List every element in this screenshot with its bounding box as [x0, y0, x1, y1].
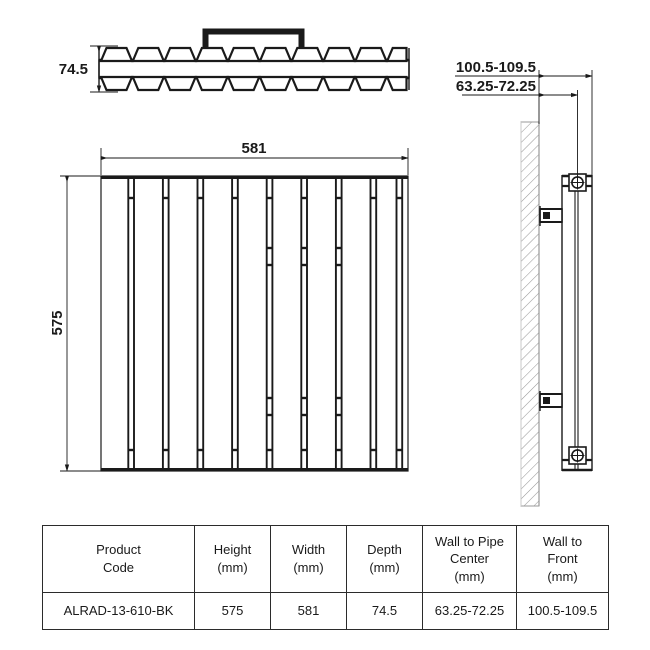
header-wall-to-pipe-center-line2: Center [449, 551, 490, 567]
dimension-width-label: 581 [241, 140, 266, 157]
header-width: Width (mm) [270, 525, 347, 593]
header-wall-to-pipe-center-line1: Wall to Pipe [435, 533, 504, 549]
header-product-code: Product Code [42, 525, 195, 593]
header-wall-to-front-line3: (mm) [547, 568, 578, 584]
table-row: ALRAD-13-610-BK 575 581 74.5 63.25-72.25… [42, 592, 609, 630]
cell-depth: 74.5 [346, 592, 423, 630]
cell-wall-to-front: 100.5-109.5 [516, 592, 609, 630]
dimension-wall-to-front-label: 100.5-109.5 [456, 59, 536, 76]
spec-table-container: Product Code Height (mm) Width (mm) Dept… [42, 525, 609, 630]
side-view: 100.5-109.5 63.25-72.25 [455, 59, 593, 507]
header-wall-to-pipe-center-line3: (mm) [454, 568, 485, 584]
dimension-wall-to-front: 100.5-109.5 [455, 59, 593, 79]
top-view: 74.5 [59, 28, 410, 93]
header-wall-to-front: Wall to Front (mm) [516, 525, 609, 593]
header-product-code-line2: Code [102, 560, 135, 575]
header-height-line2: (mm) [217, 560, 248, 575]
pipe-fitting-top [568, 173, 587, 192]
header-depth-line2: (mm) [369, 560, 400, 575]
header-width-line2: (mm) [293, 560, 324, 575]
dimension-wall-to-pipe-center-label: 63.25-72.25 [456, 78, 536, 95]
dimension-depth: 74.5 [59, 45, 118, 93]
cell-product-code: ALRAD-13-610-BK [42, 592, 195, 630]
top-view-fins-lower [99, 75, 408, 92]
spec-table: Product Code Height (mm) Width (mm) Dept… [42, 525, 609, 630]
front-view-fin-separators [127, 176, 404, 471]
dimension-depth-label: 74.5 [59, 61, 88, 78]
front-view: 581 575 [49, 140, 409, 472]
wall-bracket-lower [539, 391, 563, 411]
dimension-height-label: 575 [49, 310, 66, 335]
header-depth: Depth (mm) [346, 525, 423, 593]
dimension-width: 581 [100, 140, 409, 175]
front-view-body [100, 175, 409, 472]
side-view-body [561, 174, 593, 472]
top-view-bracket [202, 28, 305, 49]
dimension-height: 575 [49, 175, 103, 472]
top-view-core [98, 59, 410, 79]
side-view-wall [520, 121, 540, 507]
header-width-line1: Width [291, 542, 326, 558]
side-view-extension-lines [538, 70, 593, 176]
pipe-fitting-bottom [568, 446, 587, 465]
header-height-line1: Height [213, 542, 252, 558]
wall-bracket-upper [539, 206, 563, 226]
dimension-wall-to-pipe-center: 63.25-72.25 [456, 78, 579, 98]
header-product-code-line1: Product [96, 542, 141, 558]
cell-height: 575 [194, 592, 271, 630]
spec-table-header-row: Product Code Height (mm) Width (mm) Dept… [42, 525, 609, 593]
top-view-fins-upper [99, 46, 408, 63]
header-depth-line1: Depth [367, 542, 402, 558]
spec-table-header: Product Code Height (mm) Width (mm) Dept… [42, 525, 609, 593]
cell-wall-to-pipe-center: 63.25-72.25 [422, 592, 517, 630]
cell-width: 581 [270, 592, 347, 630]
header-wall-to-front-line1: Wall to [542, 533, 583, 549]
header-wall-to-pipe-center: Wall to Pipe Center (mm) [422, 525, 517, 593]
header-height: Height (mm) [194, 525, 271, 593]
spec-table-body: ALRAD-13-610-BK 575 581 74.5 63.25-72.25… [42, 592, 609, 630]
header-wall-to-front-line2: Front [547, 551, 578, 567]
